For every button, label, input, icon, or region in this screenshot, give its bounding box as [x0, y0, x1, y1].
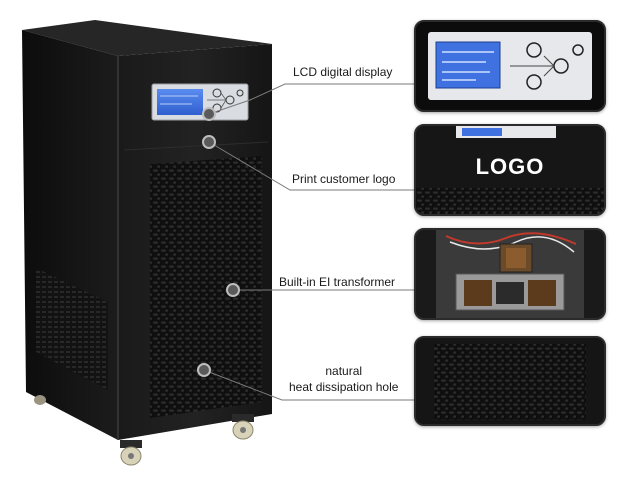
caster-front-left: [120, 440, 142, 466]
callout-dot-transformer: [226, 283, 240, 297]
transformer-label: Built-in EI transformer: [279, 275, 396, 289]
vent-closeup-panel: [414, 336, 606, 426]
lcd-screen: [157, 89, 203, 115]
heat-label-line1: natural: [325, 364, 363, 378]
cabinet-top: [22, 20, 272, 56]
front-vents: [150, 156, 262, 418]
lcd-closeup-image: [428, 32, 592, 100]
side-vents: [36, 268, 108, 390]
caster-front-right: [232, 414, 254, 440]
lcd-closeup-panel: [414, 20, 606, 112]
transformer-closeup-panel: [414, 228, 606, 320]
callout-dot-lcd: [202, 107, 216, 121]
customer-logo-label: Print customer logo: [292, 172, 396, 186]
logo-closeup-image: [416, 126, 604, 214]
heat-label-line2: heat dissipation hole: [289, 380, 399, 394]
logo-closeup-panel: LOGO: [414, 124, 606, 216]
vent-closeup-image: [416, 338, 604, 424]
callout-dot-logo: [202, 135, 216, 149]
callout-dot-heat: [197, 363, 211, 377]
lcd-display-label: LCD digital display: [293, 65, 393, 79]
heat-dissipation-label: natural heat dissipation hole: [289, 363, 398, 395]
caster-rear-left: [34, 395, 46, 405]
logo-placeholder-text: LOGO: [475, 154, 545, 179]
transformer-closeup-image: [416, 230, 604, 318]
